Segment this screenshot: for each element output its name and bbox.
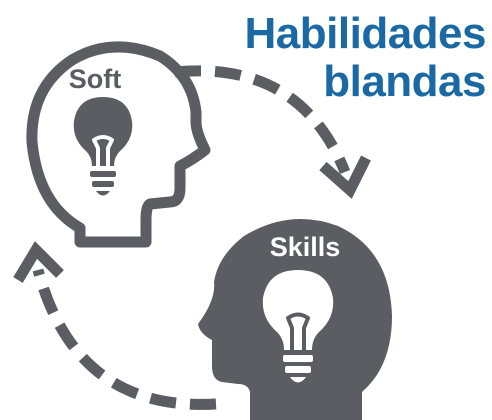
title-line-2: blandas (323, 57, 486, 106)
lightbulb-icon (262, 270, 334, 383)
title: Habilidades blandas (244, 9, 487, 106)
lightbulb-icon (73, 97, 133, 196)
skills-label: Skills (270, 232, 341, 262)
dashed-arrow-icon (13, 241, 217, 410)
dashed-arrow-icon (174, 65, 371, 199)
soft-label: Soft (69, 64, 121, 94)
head-outline-icon (26, 41, 211, 248)
title-line-1: Habilidades (244, 9, 487, 58)
